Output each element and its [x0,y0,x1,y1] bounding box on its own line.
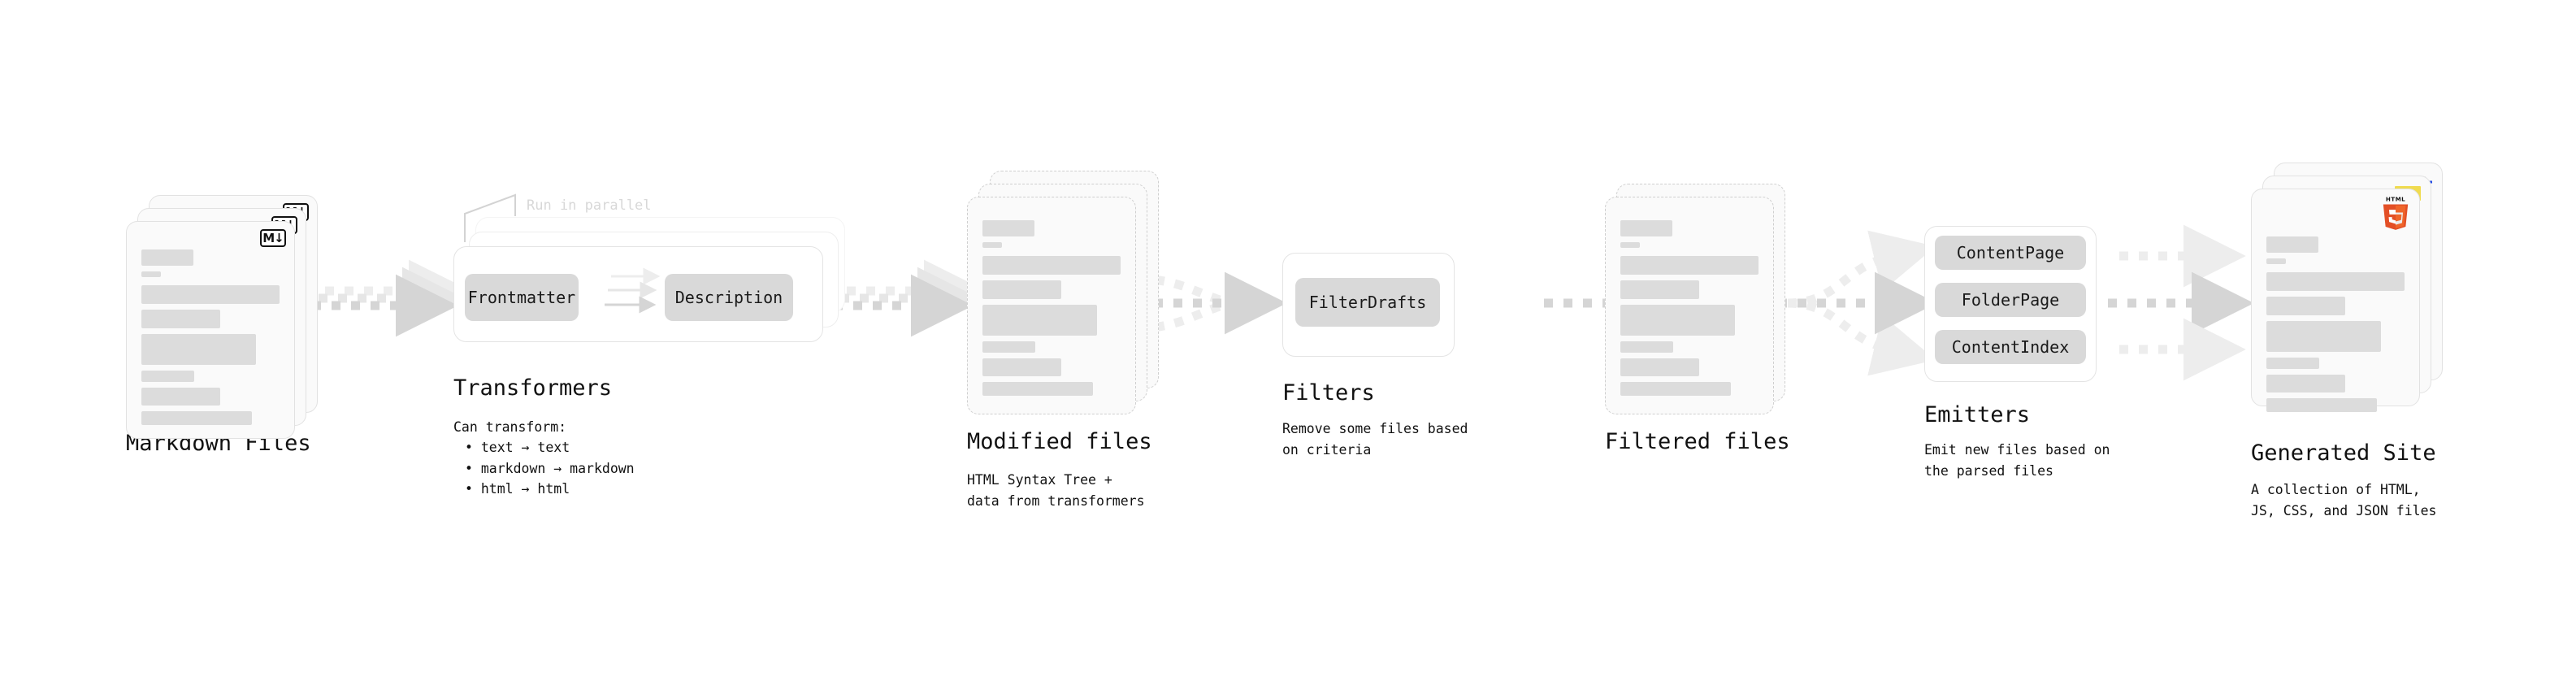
run-in-parallel-annotation: Run in parallel [527,197,652,214]
emitter-chip-contentpage[interactable]: ContentPage [1935,236,2086,270]
markdown-card-front: M↓ [126,221,295,439]
transformer-chip-description[interactable]: Description [665,274,793,321]
stage-title-modified-files: Modified files [967,429,1152,454]
filtered-card-front [1605,197,1774,414]
stage-desc-modified-files: HTML Syntax Tree + data from transformer… [967,472,1145,509]
site-card-front-html: HTML [2251,189,2420,412]
stage-desc-filters: Remove some files based on criteria [1282,421,1468,458]
transformers-bullet: text → text [465,437,635,458]
emitter-chip-contentindex[interactable]: ContentIndex [1935,330,2086,364]
stage-desc-generated-site: A collection of HTML, JS, CSS, and JSON … [2251,482,2437,518]
stage-title-transformers: Transformers [453,375,613,401]
connector-markdown-to-transformers [312,259,471,337]
transformers-bullet: html → html [465,479,635,500]
emitter-chip-folderpage[interactable]: FolderPage [1935,283,2086,317]
card-skeleton-content [1620,220,1759,401]
stage-title-filtered-files: Filtered files [1605,429,1790,454]
connector-emitters-to-site [2108,224,2254,381]
modified-card-front [967,197,1136,414]
connector-transformers-to-modified [834,259,987,337]
transformers-bullet-list: text → text markdown → markdown html → h… [465,437,635,500]
transformers-bullet: markdown → markdown [465,458,635,479]
stage-title-generated-site: Generated Site [2251,440,2436,466]
filter-chip-filterdrafts[interactable]: FilterDrafts [1295,278,1440,327]
svg-text:HTML: HTML [2386,196,2405,203]
card-skeleton-content [141,249,280,431]
stage-desc-transformers: Can transform: [453,419,567,435]
stage-desc-emitters: Emit new files based on the parsed files [1924,442,2110,479]
markdown-badge-icon: M↓ [260,229,286,247]
connector-filtered-to-emitters [1778,230,1937,376]
card-skeleton-content [2266,236,2405,418]
stage-title-filters: Filters [1282,380,1375,406]
html5-logo-icon: HTML [2380,194,2411,233]
stage-title-emitters: Emitters [1924,402,2031,427]
card-skeleton-content [982,220,1121,401]
transformer-chip-frontmatter[interactable]: Frontmatter [465,274,579,321]
